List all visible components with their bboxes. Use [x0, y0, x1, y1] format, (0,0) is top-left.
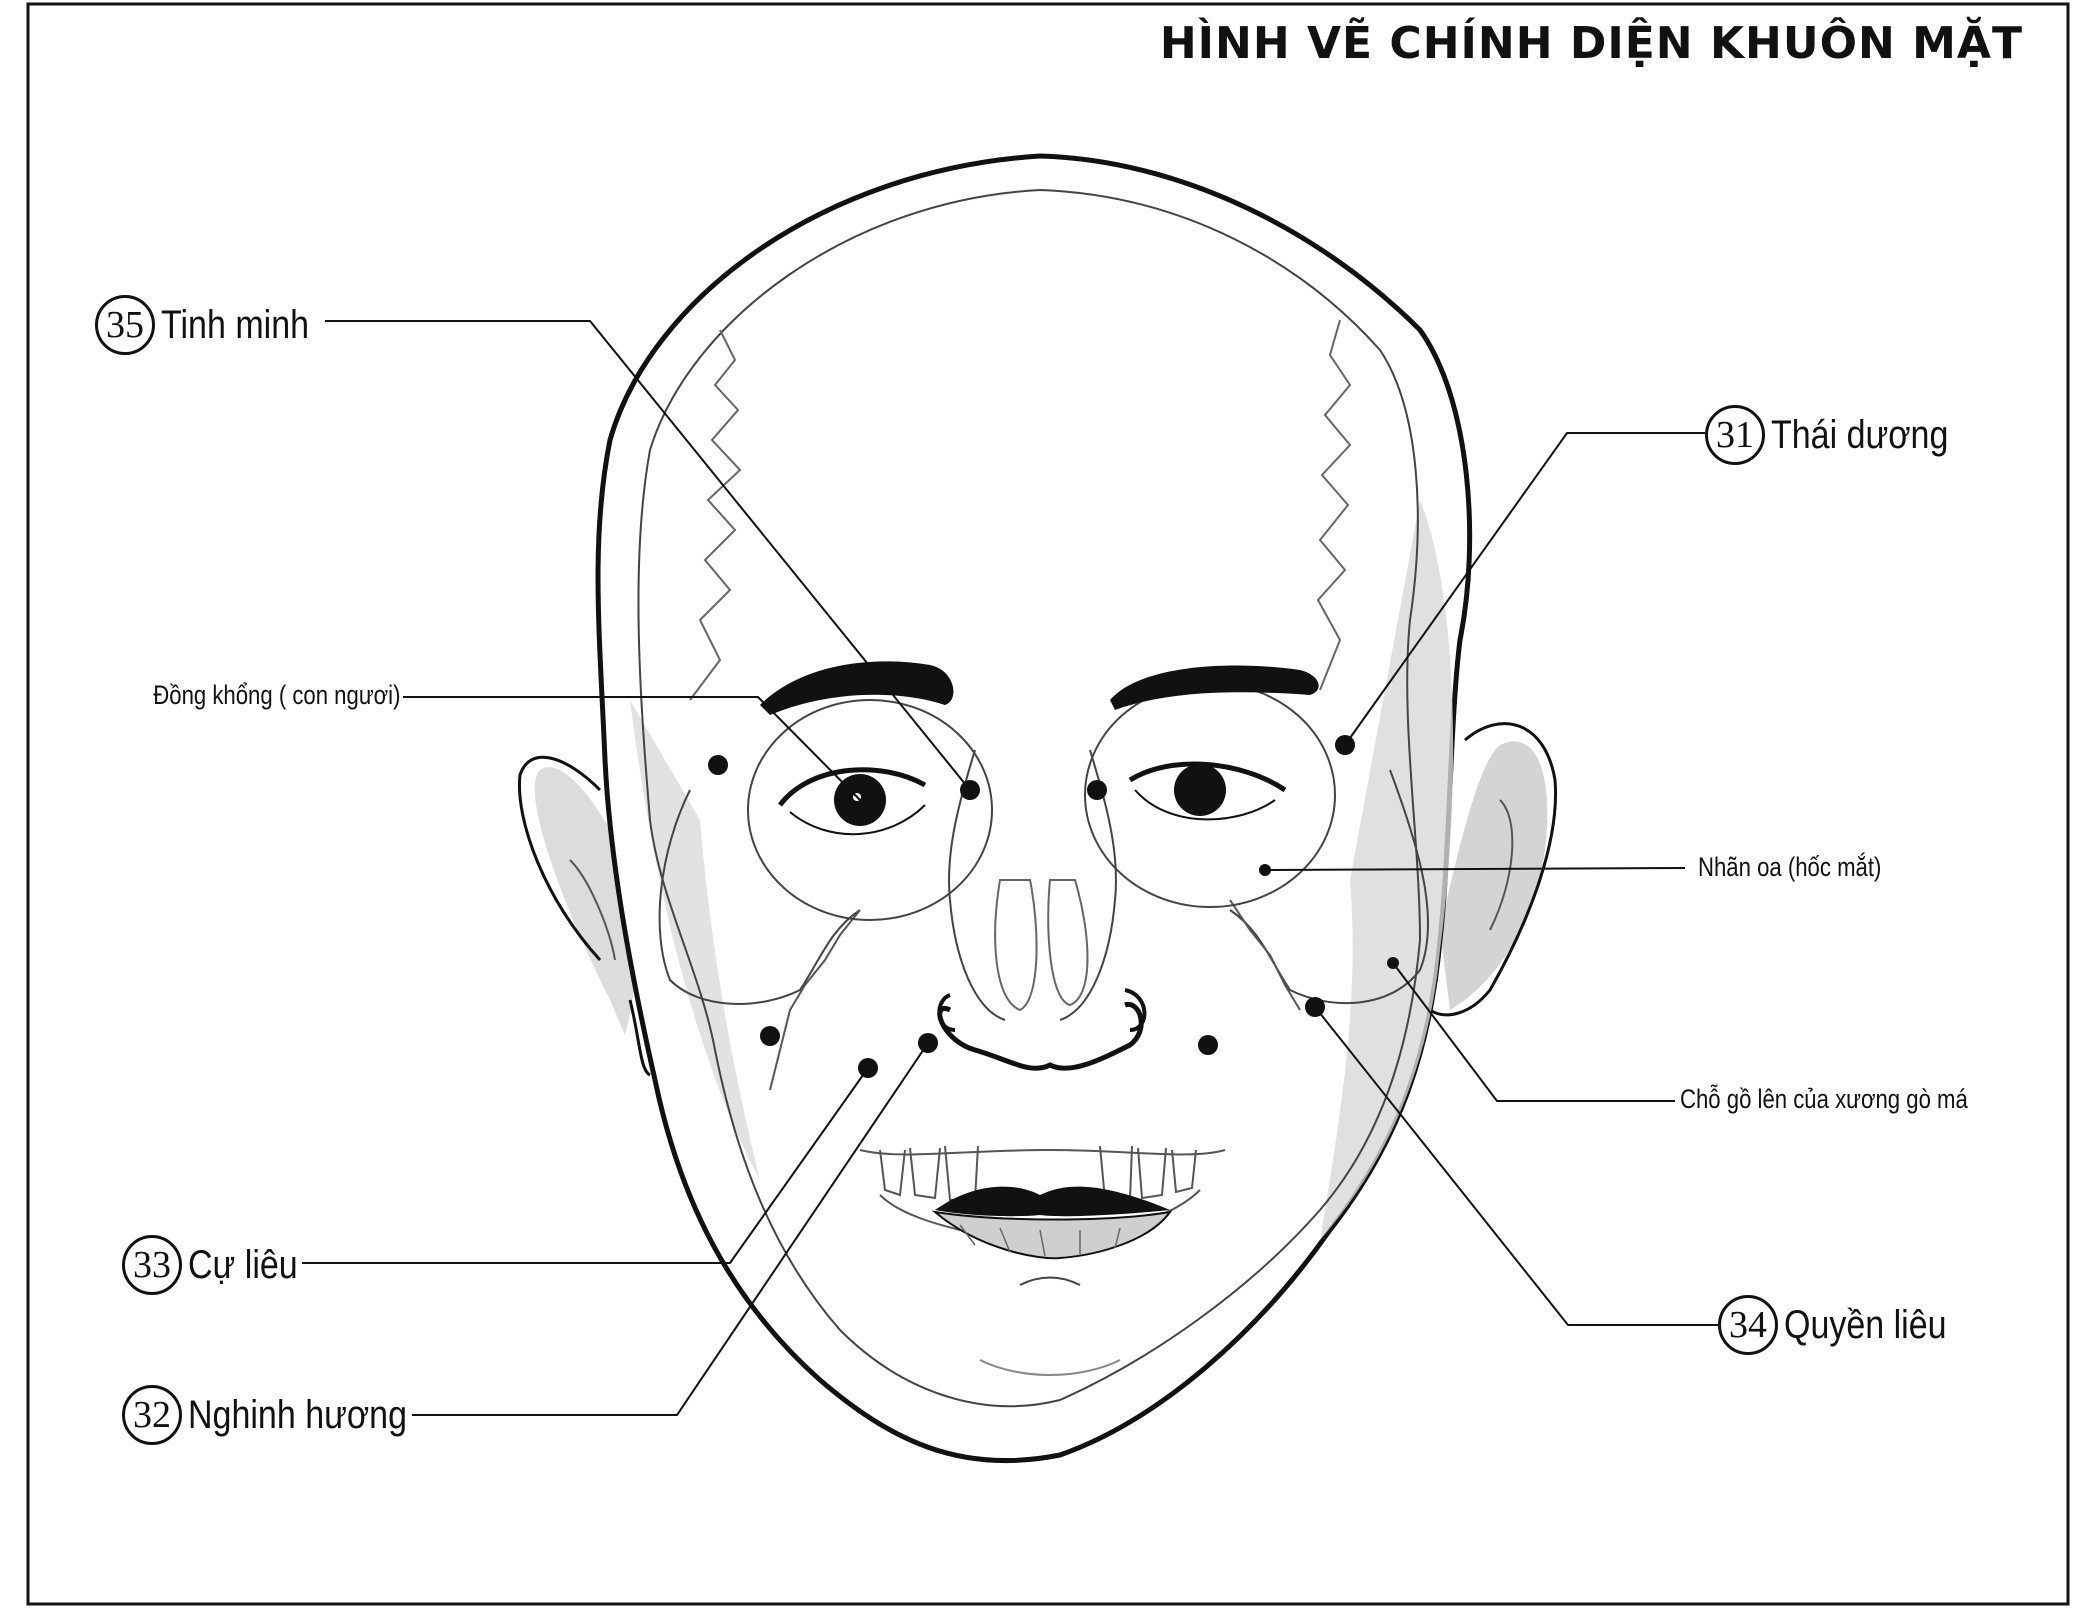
leader-nghinh-huong — [412, 1042, 929, 1416]
point-number-badge: 33 — [122, 1235, 182, 1295]
label-thai-duong: 31 Thái dương — [1705, 405, 1980, 465]
point-number-badge: 35 — [95, 295, 155, 355]
point-name: Quyền liêu — [1784, 1302, 1947, 1347]
point-number-badge: 32 — [122, 1385, 182, 1445]
point-dot-orbit — [1259, 864, 1271, 876]
point-name: Nghinh hương — [188, 1392, 407, 1437]
jaw-inner — [979, 1359, 1121, 1376]
leader-quyen-lieu — [1314, 1006, 1720, 1326]
mouth — [931, 1186, 1173, 1260]
orbit-left — [747, 699, 993, 921]
label-quyen-lieu: 34 Quyền liêu — [1718, 1295, 1975, 1355]
point-dot-nghinh-huong — [918, 1033, 938, 1053]
point-number-badge: 31 — [1705, 405, 1765, 465]
skull-suture-right — [1316, 319, 1352, 691]
point-dot-thai-duong — [1335, 735, 1355, 755]
point-dot-cu-lieu — [858, 1058, 878, 1078]
eyebrow-left — [760, 661, 954, 715]
leader-cheekbone — [1392, 962, 1675, 1102]
label-tinh-minh: 35 Tinh minh — [95, 295, 335, 355]
point-name: Cự liêu — [188, 1242, 298, 1287]
acupoint-dots — [708, 735, 1399, 1078]
leader-orbit — [1264, 867, 1686, 871]
point-dot-quyen-lieu — [1305, 997, 1325, 1017]
label-nghinh-huong: 32 Nghinh hương — [122, 1385, 446, 1445]
eyebrow-right — [1110, 665, 1319, 710]
chin-line — [1019, 1276, 1081, 1286]
zygomatic-left — [658, 789, 861, 1005]
note-pupil: Đồng khổng ( con ngươi) — [152, 680, 400, 710]
skull-outline — [637, 188, 1422, 1408]
point-dot-quyen-lieu-left — [760, 1026, 780, 1046]
maxilla-suture-right — [1229, 899, 1301, 1011]
label-cu-lieu: 33 Cự liêu — [122, 1235, 317, 1295]
page-frame — [26, 2, 2070, 1606]
point-dot-thai-duong-left — [708, 755, 728, 775]
leader-tinh-minh — [325, 320, 971, 791]
note-orbit: Nhãn oa (hốc mắt) — [1698, 852, 1882, 882]
point-dot-cheekbone — [1387, 957, 1399, 969]
note-cheekbone: Chỗ gồ lên của xương gò má — [1680, 1084, 1968, 1114]
maxilla-suture-left — [769, 909, 861, 1091]
point-dot-tinh-minh — [960, 780, 980, 800]
point-dot-tinh-minh-right — [1087, 780, 1107, 800]
head-outline — [595, 153, 1473, 1464]
eye-right — [1128, 761, 1287, 821]
leader-lines — [302, 320, 1720, 1416]
skull-suture-left — [689, 329, 742, 701]
point-name: Thái dương — [1771, 412, 1949, 457]
face-shading-left — [630, 700, 760, 1180]
point-name: Tinh minh — [161, 302, 310, 347]
leader-thai-duong — [1344, 432, 1705, 746]
diagram-title: HÌNH VẼ CHÍNH DIỆN KHUÔN MẶT — [1159, 18, 2023, 69]
leader-cu-lieu — [302, 1067, 869, 1264]
point-dot-nghinh-huong-right — [1198, 1035, 1218, 1055]
leader-pupil — [403, 696, 861, 801]
right-ear — [1429, 722, 1558, 1017]
point-number-badge: 34 — [1718, 1295, 1778, 1355]
